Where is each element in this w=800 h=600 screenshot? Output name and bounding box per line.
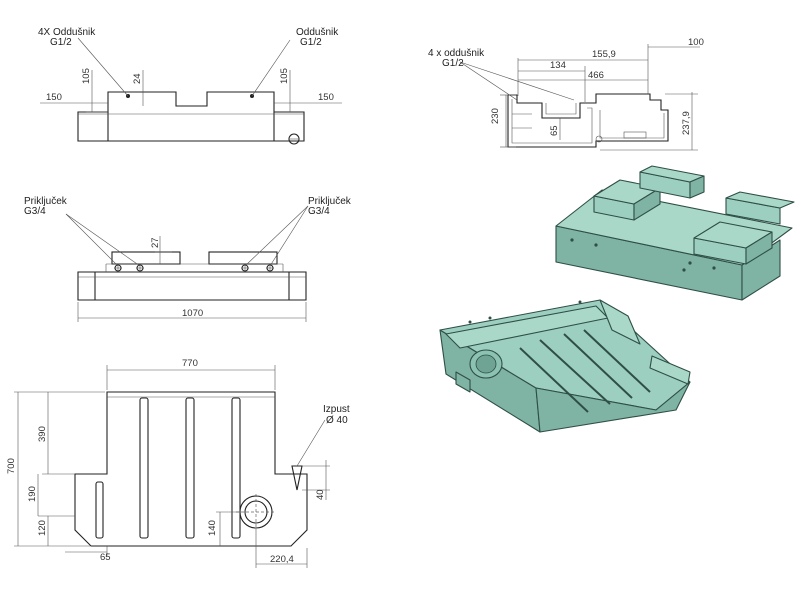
port-left-label: Priključek <box>24 196 68 207</box>
port-left-size: G3/4 <box>24 206 46 217</box>
section-vent-label: 4 x oddušnik <box>428 48 485 59</box>
dim-150-left: 150 <box>46 92 62 103</box>
vent-marker-icon <box>291 465 303 491</box>
outlet-size: Ø 40 <box>326 415 348 426</box>
dim-65: 65 <box>100 552 111 563</box>
side-view-outline <box>77 271 307 301</box>
rib <box>231 397 241 539</box>
drain-fitting-icon <box>288 133 300 145</box>
dim-134: 134 <box>550 60 566 71</box>
vent-left-label: 4X Oddušnik <box>38 27 96 38</box>
vent-right-label: Oddušnik <box>296 27 339 38</box>
isometric-model-bottom <box>439 299 691 433</box>
plan-view: 770 700 390 190 120 65 140 40 220,4 Izpu… <box>6 358 350 568</box>
rib <box>95 481 104 539</box>
dim-390: 390 <box>37 426 48 442</box>
dim-65-section: 65 <box>549 125 560 136</box>
dim-190: 190 <box>27 486 38 502</box>
dim-150-right: 150 <box>318 92 334 103</box>
vent-right-size: G1/2 <box>300 37 322 48</box>
dim-700: 700 <box>6 458 17 474</box>
port-fitting-icon <box>241 264 249 272</box>
dim-40: 40 <box>315 489 326 500</box>
port-right-size: G3/4 <box>308 206 330 217</box>
rib <box>185 397 195 539</box>
side-view: Priključek G3/4 Priključek G3/4 27 1070 <box>24 196 352 322</box>
port-right-label: Priključek <box>308 196 352 207</box>
section-view: 4 x oddušnik G1/2 100 155,9 134 466 230 … <box>428 37 704 151</box>
section-vent-size: G1/2 <box>442 58 464 69</box>
dim-105-left: 105 <box>81 68 92 84</box>
vent-left-size: G1/2 <box>50 37 72 48</box>
dim-100: 100 <box>688 37 704 48</box>
dim-1070: 1070 <box>182 308 203 319</box>
dim-770: 770 <box>182 358 198 369</box>
dim-466: 466 <box>588 70 604 81</box>
dim-155-9: 155,9 <box>592 49 616 60</box>
rib <box>139 397 149 539</box>
port-fitting-icon <box>136 264 144 272</box>
dim-120: 120 <box>37 520 48 536</box>
dim-230: 230 <box>490 108 501 124</box>
dim-220: 220,4 <box>270 554 294 565</box>
dim-237-9: 237,9 <box>681 111 692 135</box>
front-view-outline <box>77 91 305 142</box>
side-view-boss-right <box>208 251 278 265</box>
port-fitting-icon <box>114 264 122 272</box>
port-fitting-icon <box>266 264 274 272</box>
outlet-label: Izpust <box>323 404 350 415</box>
front-view: 4X Oddušnik G1/2 Oddušnik G1/2 105 24 10… <box>38 27 342 145</box>
dim-140: 140 <box>207 520 218 536</box>
dim-27: 27 <box>150 237 161 248</box>
plan-view-outline <box>74 391 308 547</box>
section-view-outline <box>507 93 669 148</box>
isometric-model-top <box>555 165 795 301</box>
dim-24: 24 <box>132 73 143 84</box>
dim-105-right: 105 <box>279 68 290 84</box>
